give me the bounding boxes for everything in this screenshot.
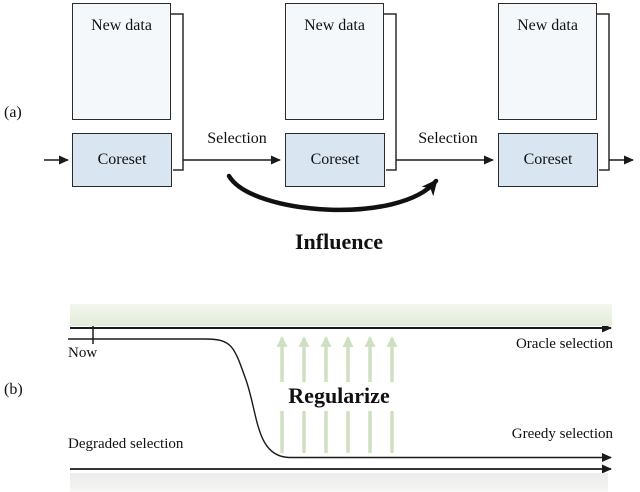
oracle-selection-label: Oracle selection	[515, 336, 613, 352]
new-data-box: New data	[498, 3, 597, 120]
new-data-box: New data	[72, 3, 171, 120]
selection-label-2: Selection	[418, 130, 478, 147]
greedy-selection-label: Greedy selection	[511, 426, 613, 442]
oracle-region-band	[70, 304, 612, 326]
panel-a-tag: (a)	[4, 104, 22, 121]
degraded-selection-label: Degraded selection	[68, 436, 184, 452]
influence-arrow	[226, 173, 439, 213]
bottom-region-band	[70, 473, 608, 492]
coreset-box: Coreset	[498, 133, 598, 187]
regularize-label: Regularize	[262, 382, 416, 411]
stack-bracket-2	[384, 13, 397, 171]
coreset-box: Coreset	[72, 133, 172, 187]
new-data-box: New data	[285, 3, 384, 120]
coreset-box: Coreset	[285, 133, 385, 187]
selection-label-1: Selection	[207, 130, 267, 147]
stack-bracket-3	[597, 13, 610, 171]
now-label: Now	[68, 345, 98, 361]
degraded-to-greedy-curve	[68, 338, 612, 462]
influence-label: Influence	[295, 229, 383, 254]
panel-b-tag: (b)	[4, 381, 23, 398]
stack-bracket-1	[171, 13, 184, 171]
